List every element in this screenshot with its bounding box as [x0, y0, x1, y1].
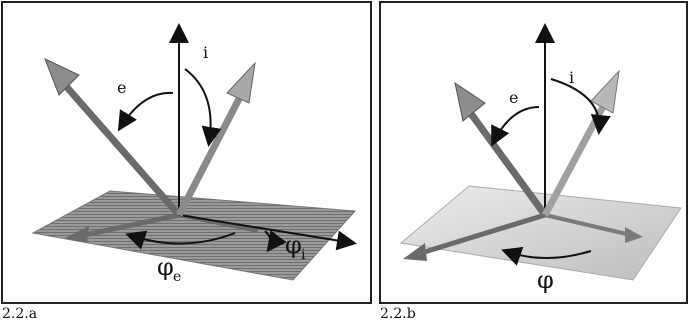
- label-i: i: [569, 68, 574, 87]
- label-phi-i: φ: [285, 231, 302, 259]
- incidence-angle-arc: [550, 78, 611, 135]
- label-e: e: [117, 78, 126, 97]
- label-e: e: [509, 88, 518, 107]
- diagram-a: e i φ e φ i: [31, 23, 357, 285]
- label-phi-e: φ: [157, 253, 174, 281]
- label-phi-i-sub: i: [301, 247, 306, 263]
- reference-axis: [178, 214, 357, 251]
- incidence-angle-arc: [184, 68, 222, 147]
- azimuth-i-arc: [264, 230, 287, 253]
- label-i: i: [203, 43, 208, 62]
- incidence-projection-arrow: [544, 213, 632, 237]
- figure-panel-a: e i φ e φ i: [1, 1, 372, 304]
- incidence-arrow: [175, 93, 245, 217]
- label-phi-e-sub: e: [173, 269, 181, 285]
- emission-projection-arrow: [420, 212, 546, 256]
- emission-angle-arc: [491, 106, 540, 147]
- emission-arrow: [62, 82, 182, 218]
- emission-angle-arc: [117, 91, 174, 132]
- surface-plane: [31, 190, 357, 281]
- diagram-b: e i φ: [399, 23, 682, 294]
- emission-projection-arrow: [84, 212, 180, 238]
- caption-b: 2.2.b: [380, 306, 416, 322]
- surface-plane: [399, 185, 682, 281]
- azimuth-arc: [501, 246, 592, 266]
- label-phi: φ: [537, 266, 554, 294]
- figure-panel-b: e i φ: [379, 1, 688, 304]
- emission-arrow: [466, 108, 548, 218]
- azimuth-e-arc: [125, 230, 236, 250]
- caption-a: 2.2.a: [2, 306, 38, 322]
